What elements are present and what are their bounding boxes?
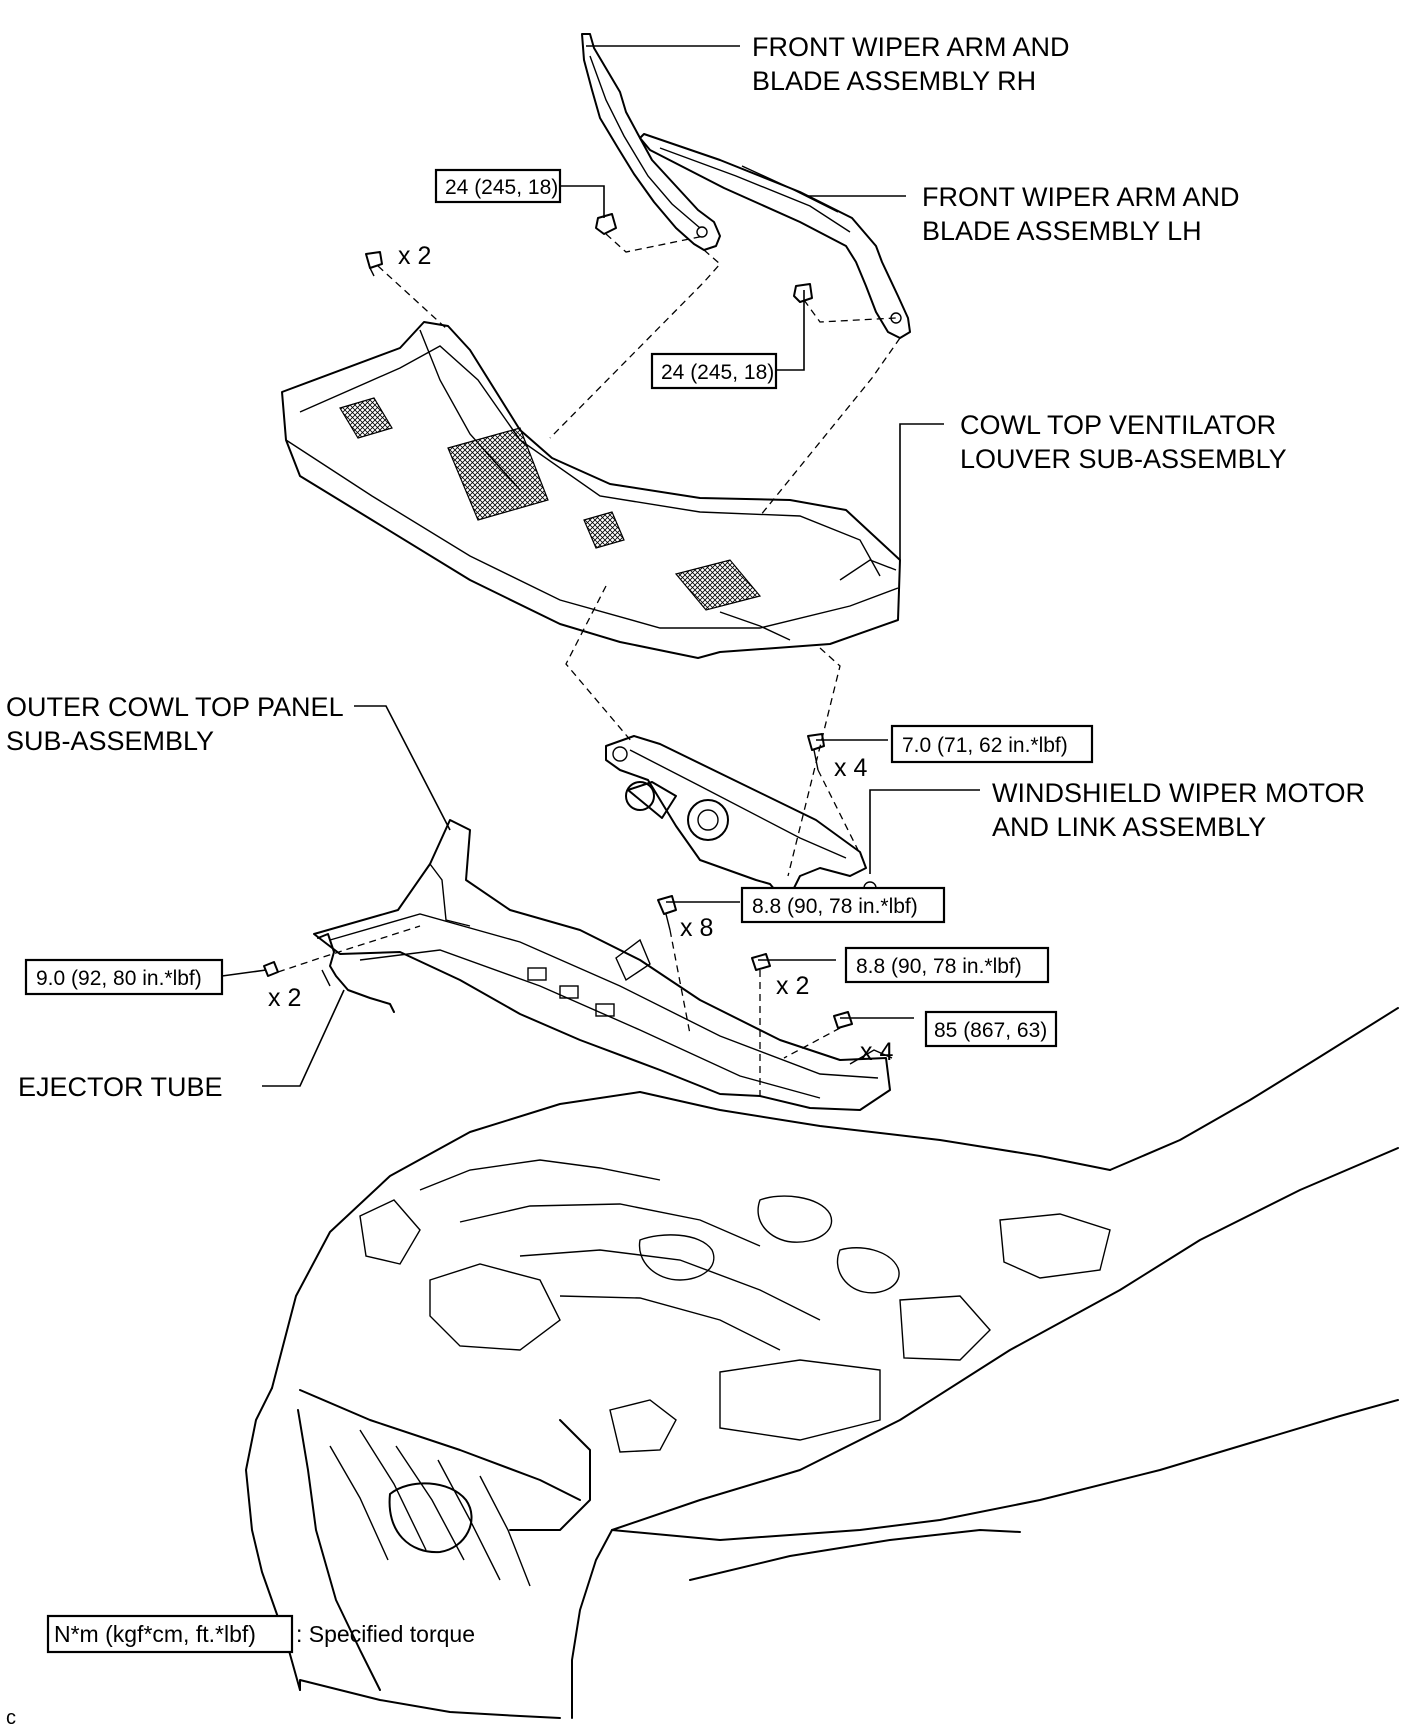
torque-panel-nut-text: 8.8 (90, 78 in.*lbf): [856, 955, 1022, 978]
motor-bolt-drawing: [807, 733, 825, 771]
torque-wiper-rh-text: 24 (245, 18): [445, 176, 558, 199]
leader-lines: [221, 45, 980, 1087]
torque-box-wiper-rh: 24 (245, 18): [434, 168, 562, 204]
count-motor-bolt: x 4: [834, 754, 867, 782]
label-outer-cowl-line2: SUB-ASSEMBLY: [6, 726, 214, 756]
label-front-wiper-arm-rh: FRONT WIPER ARM AND BLADE ASSEMBLY RH: [752, 32, 1070, 96]
label-wiper-motor-line1: WINDSHIELD WIPER MOTOR: [992, 778, 1365, 808]
torque-motor-bolt-text: 7.0 (71, 62 in.*lbf): [902, 734, 1068, 757]
torque-box-panel-bracket-bolt: 85 (867, 63): [924, 1010, 1058, 1048]
torque-box-ejector-nut: 9.0 (92, 80 in.*lbf): [24, 958, 224, 996]
label-cowl-louver: COWL TOP VENTILATOR LOUVER SUB-ASSEMBLY: [960, 410, 1287, 474]
legend-description: : Specified torque: [296, 1621, 475, 1647]
assembly-dashed-lines: [277, 233, 901, 1098]
legend-unit: N*m (kgf*cm, ft.*lbf): [54, 1621, 256, 1647]
wiper-arm-lh-drawing: [639, 133, 911, 339]
label-cowl-louver-line2: LOUVER SUB-ASSEMBLY: [960, 444, 1287, 474]
label-outer-cowl-line1: OUTER COWL TOP PANEL: [6, 692, 344, 722]
torque-box-panel-bolt: 8.8 (90, 78 in.*lbf): [740, 886, 946, 924]
wiper-arm-rh-drawing: [581, 33, 721, 251]
count-panel-nut: x 2: [776, 972, 809, 1000]
panel-nut-drawing: [751, 953, 771, 971]
outer-cowl-panel-drawing: [313, 819, 893, 1111]
corner-mark: c: [6, 1707, 16, 1729]
torque-panel-bracket-text: 85 (867, 63): [934, 1019, 1047, 1042]
panel-bolt-drawing: [657, 895, 677, 931]
torque-wiper-lh-text: 24 (245, 18): [661, 361, 774, 384]
label-ejector-tube: EJECTOR TUBE: [18, 1072, 223, 1102]
louver-clip-drawing: [365, 251, 383, 277]
torque-box-wiper-lh: 24 (245, 18): [650, 352, 778, 390]
count-louver-clip: x 2: [398, 242, 431, 270]
label-front-wiper-arm-lh: FRONT WIPER ARM AND BLADE ASSEMBLY LH: [922, 182, 1240, 246]
label-wiper-rh-line1: FRONT WIPER ARM AND: [752, 32, 1070, 62]
vehicle-engine-bay-drawing: [245, 1007, 1399, 1719]
label-wiper-lh-line1: FRONT WIPER ARM AND: [922, 182, 1240, 212]
count-ejector-nut: x 2: [268, 984, 301, 1012]
torque-panel-bolt-text: 8.8 (90, 78 in.*lbf): [752, 895, 918, 918]
panel-bracket-bolt-drawing: [833, 1011, 853, 1029]
label-wiper-lh-line2: BLADE ASSEMBLY LH: [922, 216, 1202, 246]
label-outer-cowl-panel: OUTER COWL TOP PANEL SUB-ASSEMBLY: [6, 692, 344, 756]
label-cowl-louver-line1: COWL TOP VENTILATOR: [960, 410, 1276, 440]
count-panel-bolt: x 8: [680, 914, 713, 942]
label-wiper-motor-line2: AND LINK ASSEMBLY: [992, 812, 1266, 842]
cowl-louver-drawing: [281, 321, 901, 659]
torque-box-panel-nut: 8.8 (90, 78 in.*lbf): [844, 946, 1050, 984]
legend: N*m (kgf*cm, ft.*lbf) : Specified torque: [46, 1614, 475, 1654]
torque-ejector-nut-text: 9.0 (92, 80 in.*lbf): [36, 967, 202, 990]
count-panel-bracket-bolt: x 4: [860, 1038, 893, 1066]
label-wiper-rh-line2: BLADE ASSEMBLY RH: [752, 66, 1036, 96]
wiper-lh-nut-drawing: [793, 283, 813, 303]
torque-box-motor-bolt: 7.0 (71, 62 in.*lbf): [890, 724, 1094, 764]
wiper-rh-nut-drawing: [595, 213, 617, 235]
label-wiper-motor: WINDSHIELD WIPER MOTOR AND LINK ASSEMBLY: [992, 778, 1365, 842]
